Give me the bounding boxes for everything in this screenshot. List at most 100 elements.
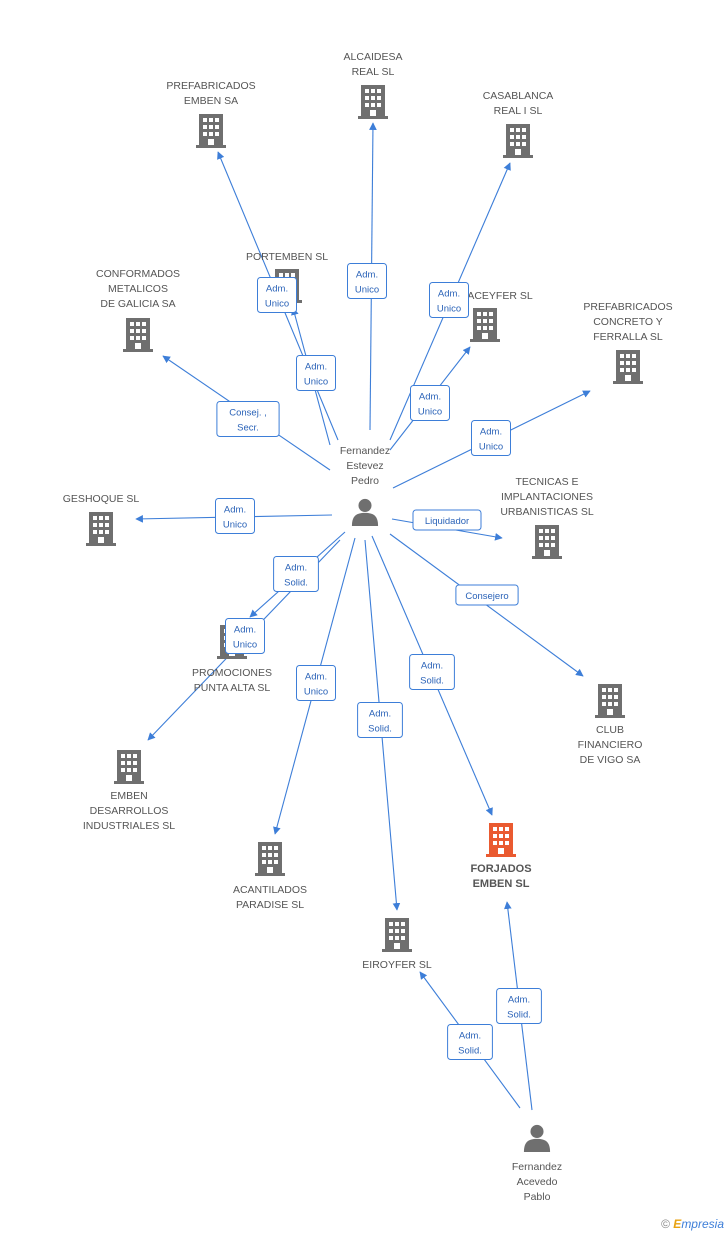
edge-label-text: Adm. xyxy=(419,392,441,403)
building-icon xyxy=(358,85,388,119)
company-node-portemben[interactable]: PORTEMBEN SL xyxy=(246,251,328,303)
person-icon xyxy=(351,498,379,526)
node-label-line: Acevedo xyxy=(517,1176,558,1188)
edge-label-text: Unico xyxy=(355,285,379,296)
edge-label-text: Adm. xyxy=(305,672,327,683)
node-label-line: ALCAIDESA xyxy=(344,51,403,63)
edge-label-text: Solid. xyxy=(420,676,444,687)
edge-label-text: Unico xyxy=(479,442,503,453)
edge-label-text: Adm. xyxy=(480,427,502,438)
edge-label-text: Adm. xyxy=(285,563,307,574)
node-label-line: Estevez xyxy=(346,460,383,472)
edge-label-box xyxy=(412,509,482,531)
company-node-geshoque[interactable]: GESHOQUE SL xyxy=(63,493,140,546)
edge-label-text: Adm. xyxy=(234,625,256,636)
edge-label-box xyxy=(273,556,319,592)
edge-label-box xyxy=(347,263,387,299)
edge-label-box xyxy=(216,401,280,437)
node-label-line: FORJADOS xyxy=(470,863,531,875)
edge-label-box xyxy=(496,988,542,1024)
node-label-line: REAL I SL xyxy=(494,105,543,117)
edge-label[interactable]: Adm.Unico xyxy=(347,263,387,299)
edge-label[interactable]: Adm.Unico xyxy=(429,282,469,318)
node-label-line: EMBEN xyxy=(110,790,147,802)
edge-label[interactable]: Consej. ,Secr. xyxy=(216,401,280,437)
edge-label-box xyxy=(471,420,511,456)
building-icon xyxy=(613,350,643,384)
edge-label[interactable]: Adm. Solid. xyxy=(447,1024,493,1060)
edge-label-box xyxy=(410,385,450,421)
node-label-line: Pablo xyxy=(524,1191,551,1203)
node-label-line: REAL SL xyxy=(352,66,395,78)
node-label-line: CLUB xyxy=(596,724,624,736)
edge-label-box xyxy=(215,498,255,534)
person-icon xyxy=(523,1124,551,1152)
node-label-line: TECNICAS E xyxy=(515,476,578,488)
edge-label[interactable]: Adm.Solid. xyxy=(357,702,403,738)
copyright-footer: © Empresia xyxy=(661,1217,724,1231)
company-node-club[interactable]: CLUB FINANCIERO DE VIGO SA xyxy=(578,684,643,766)
node-label-line: IMPLANTACIONES xyxy=(501,491,593,503)
edge-label[interactable]: Consejero xyxy=(455,584,519,606)
company-node-eiroyfer[interactable]: EIROYFER SL xyxy=(362,918,432,971)
node-label-line: DE GALICIA SA xyxy=(100,298,175,310)
edge-label[interactable]: Adm. Solid. xyxy=(273,556,319,592)
node-label-line: FINANCIERO xyxy=(578,739,643,751)
edge-label-text: Adm. xyxy=(438,289,460,300)
edge-label-text: Unico xyxy=(265,299,289,310)
edge-label-text: Adm. xyxy=(459,1031,481,1042)
edge-label-text: Solid. xyxy=(284,578,308,589)
edge-label-box xyxy=(225,618,265,654)
edge-label-text: Solid. xyxy=(368,724,392,735)
edge-label-box xyxy=(296,355,336,391)
node-label-line: PROMOCIONES xyxy=(192,667,272,679)
edge-label[interactable]: Adm.Unico xyxy=(257,277,297,313)
edge-label-box xyxy=(296,665,336,701)
edge-label[interactable]: Adm.Unico xyxy=(296,665,336,701)
building-icon xyxy=(382,918,412,952)
edge-label[interactable]: Adm.Solid. xyxy=(496,988,542,1024)
node-label-line: CONCRETO Y xyxy=(593,316,663,328)
edge-label[interactable]: Adm.Unico xyxy=(225,618,265,654)
building-icon xyxy=(532,525,562,559)
building-icon xyxy=(503,124,533,158)
edge-label-text: Solid. xyxy=(507,1010,531,1021)
node-label-line: DESARROLLOS xyxy=(90,805,169,817)
company-node-alcaidesa[interactable]: ALCAIDESA REAL SL xyxy=(344,51,403,119)
edge-label-box xyxy=(455,584,519,606)
node-label-line: Fernandez xyxy=(340,445,390,457)
building-icon xyxy=(114,750,144,784)
edge-label-text: Adm. xyxy=(421,661,443,672)
company-node-promociones[interactable]: PROMOCIONES PUNTA ALTA SL xyxy=(192,625,272,694)
node-label-line: DE VIGO SA xyxy=(580,754,641,766)
edge-label[interactable]: Adm. Unico xyxy=(410,385,450,421)
brand-logo-initial: E xyxy=(673,1217,682,1231)
edge-label[interactable]: Liquidador xyxy=(412,509,482,531)
edge-label-text: Solid. xyxy=(458,1046,482,1057)
edge-label[interactable]: Adm. Solid. xyxy=(409,654,455,690)
node-label-line: ACANTILADOS xyxy=(233,884,307,896)
edge-label-text: Unico xyxy=(418,407,442,418)
node-label-line: PUNTA ALTA SL xyxy=(194,682,271,694)
building-icon xyxy=(470,308,500,342)
company-node-aceyfer[interactable]: ACEYFER SL xyxy=(467,290,533,342)
edge-label-text: Consej. , xyxy=(229,408,267,419)
edge-label[interactable]: Adm.Unico xyxy=(296,355,336,391)
edge-label-box xyxy=(429,282,469,318)
edge-label[interactable]: Adm.Unico xyxy=(215,498,255,534)
edge-label[interactable]: Adm. Unico xyxy=(471,420,511,456)
node-label-line: METALICOS xyxy=(108,283,168,295)
